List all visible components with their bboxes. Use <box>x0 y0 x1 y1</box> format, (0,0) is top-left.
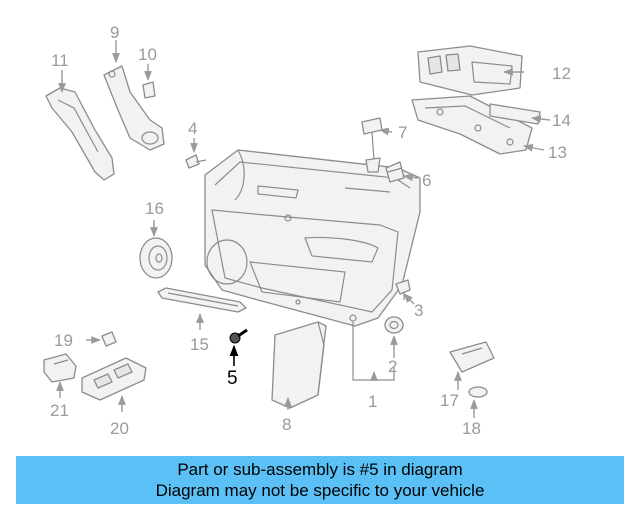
part-10-clip <box>142 81 156 99</box>
part-7-lock-knob <box>361 117 383 173</box>
callout-4: 4 <box>188 119 197 138</box>
callout-7: 7 <box>398 123 407 142</box>
callout-14: 14 <box>552 111 571 130</box>
callout-10: 10 <box>138 45 157 64</box>
callout-21: 21 <box>50 401 69 420</box>
part-14-trim <box>489 103 541 125</box>
callout-12: 12 <box>552 64 571 83</box>
callout-1: 1 <box>368 392 377 411</box>
part-21-switch <box>43 353 77 383</box>
callout-16: 16 <box>145 199 164 218</box>
parts-diagram: 1 2 3 4 5 6 7 8 9 10 11 12 13 14 15 16 1… <box>43 23 571 438</box>
part-8-cover <box>271 321 327 409</box>
part-17-switch <box>449 341 495 373</box>
callout-17: 17 <box>440 391 459 410</box>
part-5-screw <box>229 328 248 344</box>
leader-lines <box>56 40 551 418</box>
callout-18: 18 <box>462 419 481 438</box>
callout-20: 20 <box>110 419 129 438</box>
banner-line-1: Part or sub-assembly is #5 in diagram <box>177 460 463 479</box>
info-banner: Part or sub-assembly is #5 in diagram Di… <box>16 456 624 504</box>
part-11-handle <box>45 87 115 181</box>
part-15-strip <box>157 287 247 313</box>
callout-labels: 1 2 3 4 5 6 7 8 9 10 11 12 13 14 15 16 1… <box>50 23 571 438</box>
door-trim-panel <box>204 149 421 327</box>
callout-19: 19 <box>54 331 73 350</box>
part-20-switch-assembly <box>81 357 147 401</box>
callout-3: 3 <box>414 301 423 320</box>
banner-line-2: Diagram may not be specific to your vehi… <box>155 481 485 500</box>
part-13-armrest-frame <box>411 95 533 155</box>
callout-5: 5 <box>227 368 238 389</box>
part-4-screw <box>185 154 207 169</box>
part-9-bracket <box>103 65 165 151</box>
callout-6: 6 <box>422 171 431 190</box>
part-6-cap <box>385 161 405 183</box>
part-2-clip <box>384 316 404 334</box>
part-18-bulb <box>468 386 488 398</box>
part-19-clip <box>101 331 117 347</box>
callout-2: 2 <box>388 357 397 376</box>
callout-9: 9 <box>110 23 119 42</box>
callout-11: 11 <box>51 51 69 70</box>
callout-13: 13 <box>548 143 567 162</box>
callout-15: 15 <box>190 335 209 354</box>
callout-8: 8 <box>282 415 291 434</box>
part-16-speaker <box>139 237 173 279</box>
part-12-switch-panel <box>417 45 523 96</box>
